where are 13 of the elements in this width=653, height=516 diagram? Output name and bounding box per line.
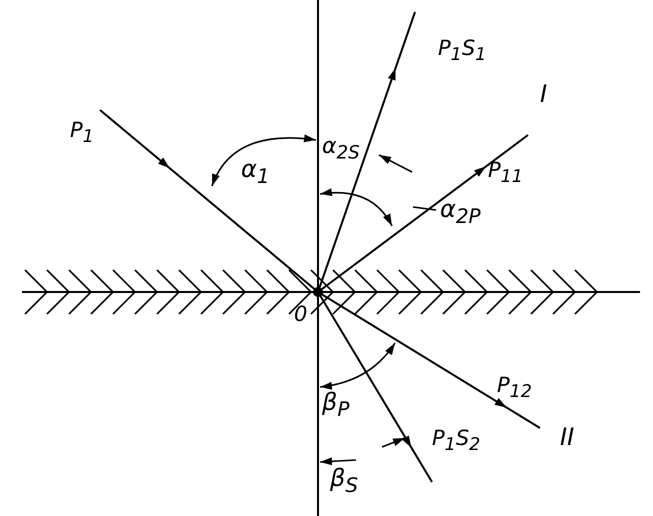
angle-label: β$_{S}$ [330, 466, 358, 495]
angle-label: β$_{P}$ [322, 390, 350, 419]
ray-label: I [540, 82, 548, 106]
ray-label: P$_{12}$ [497, 375, 532, 402]
ray-label: P$_{1}$ [70, 120, 94, 147]
point-label: 0 [294, 304, 308, 325]
angle-label: α$_{1}$ [241, 157, 270, 186]
angle-label: α$_{2S}$ [322, 136, 360, 163]
ray-label: P$_{11}$ [488, 160, 523, 187]
ray-label: P$_{1}$S$_{2}$ [432, 428, 480, 455]
ray-label: P$_{1}$S$_{1}$ [438, 38, 486, 65]
ray-label: II [560, 425, 574, 449]
angle-label: α$_{2P}$ [440, 197, 481, 226]
